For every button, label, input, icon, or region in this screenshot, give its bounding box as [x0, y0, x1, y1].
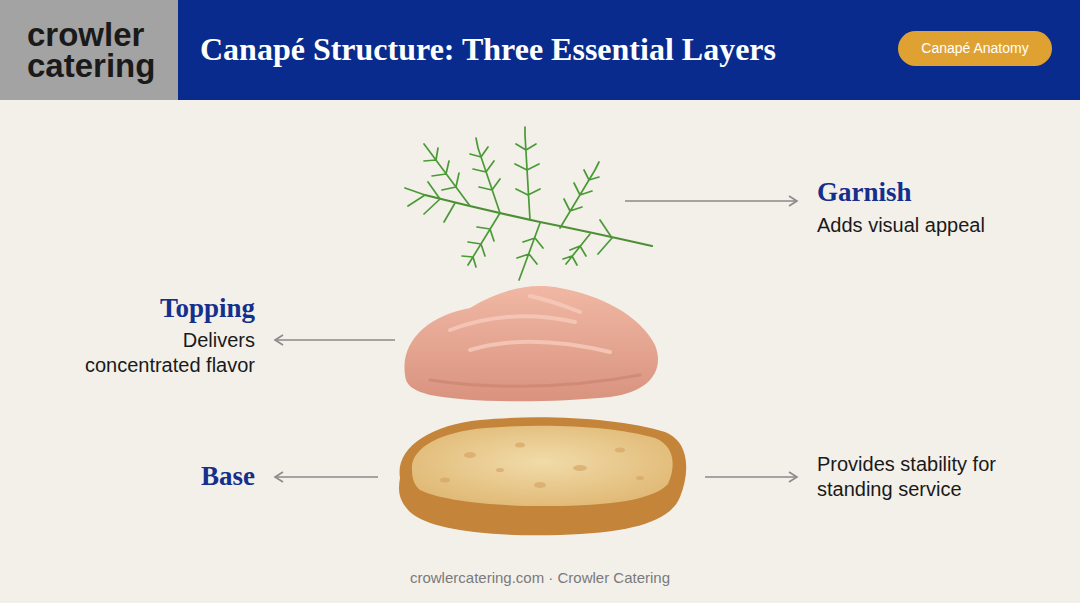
dill-frond	[470, 138, 500, 213]
dill-frond	[560, 162, 599, 228]
footer-caption: crowlercatering.com · Crowler Catering	[0, 569, 1080, 587]
toast-crust	[399, 417, 686, 535]
dill-frond	[424, 144, 470, 206]
topping-swirl	[450, 296, 610, 352]
dill-stem	[425, 195, 652, 246]
leader-arrow	[275, 339, 395, 341]
dill-frond	[517, 223, 543, 280]
toast-crumb	[412, 426, 673, 506]
toast-pore	[515, 443, 525, 448]
header-band	[0, 0, 1080, 100]
layer-description: Provides stability for standing service	[817, 452, 1035, 502]
dill-frond	[405, 182, 612, 254]
dill-frond	[462, 213, 500, 267]
tag-pill: Canapé Anatomy	[898, 31, 1052, 66]
toast-pore	[464, 452, 476, 458]
toast-pore	[440, 478, 450, 483]
topping-shadow	[430, 375, 640, 386]
layer-description: Adds visual appeal	[817, 213, 1057, 238]
logo-block: crowler catering	[0, 0, 178, 100]
layer-name: Garnish	[817, 176, 1057, 208]
layer-name: Topping	[55, 292, 255, 324]
dill-frond	[563, 234, 590, 265]
toast-pore	[534, 482, 546, 488]
toast-pore	[636, 476, 644, 480]
layer-description: Delivers concentrated flavor	[70, 328, 255, 378]
toast-pore	[496, 468, 504, 472]
logo-text: crowler catering	[27, 19, 167, 81]
page-title: Canapé Structure: Three Essential Layers	[200, 30, 776, 68]
dill-frond	[515, 127, 540, 220]
toast-pore	[615, 448, 625, 453]
leader-arrow	[275, 476, 378, 478]
toast-pore	[573, 465, 587, 471]
tag-text: Canapé Anatomy	[898, 31, 1052, 66]
leader-arrow	[705, 476, 797, 478]
layer-name: Base	[55, 460, 255, 492]
leader-arrow	[625, 200, 797, 202]
topping-blob	[404, 286, 658, 401]
